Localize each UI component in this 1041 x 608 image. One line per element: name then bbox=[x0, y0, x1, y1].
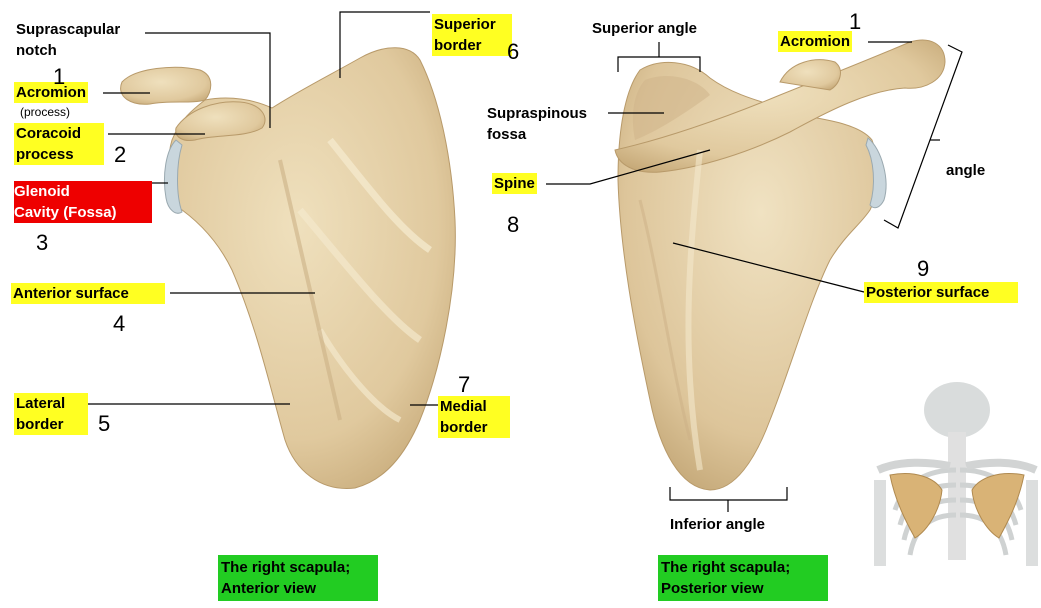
leader-lines bbox=[88, 11, 963, 512]
label-angle: angle bbox=[946, 162, 986, 179]
caption-anterior-view: The right scapula; Anterior view bbox=[218, 555, 378, 601]
posterior-scapula-illustration bbox=[614, 39, 946, 491]
label-posterior-surface: Posterior surface bbox=[864, 282, 1018, 303]
number-lateral: 5 bbox=[98, 411, 111, 436]
anterior-scapula-illustration bbox=[120, 47, 456, 489]
label-spine: Spine bbox=[492, 173, 537, 194]
label-superior-border: Superior border bbox=[432, 14, 512, 56]
bracket-inferior-angle bbox=[669, 487, 788, 501]
number-coracoid: 2 bbox=[114, 142, 127, 167]
label-acromion-process-note: (process) bbox=[20, 105, 71, 119]
number-anterior: 4 bbox=[113, 311, 126, 336]
leader-superior-border bbox=[339, 11, 430, 78]
number-superior-border: 6 bbox=[507, 39, 520, 64]
leader-posterior-surface bbox=[672, 242, 865, 293]
label-anterior-surface: Anterior surface bbox=[11, 283, 165, 304]
label-glenoid-cavity: Glenoid Cavity (Fossa) bbox=[14, 181, 152, 223]
number-acromion-left: 1 bbox=[53, 64, 66, 89]
label-lateral-border: Lateral border bbox=[14, 393, 88, 435]
leader-spine bbox=[546, 149, 711, 185]
label-acromion-right: Acromion bbox=[778, 31, 853, 52]
label-coracoid-process: Coracoid process bbox=[14, 123, 104, 165]
number-spine: 8 bbox=[507, 212, 520, 237]
label-supraspinous-fossa: Supraspinous fossa bbox=[487, 105, 588, 143]
leader-suprascapular-notch bbox=[145, 32, 271, 128]
label-suprascapular-notch: Suprascapular notch bbox=[16, 21, 121, 59]
number-acromion-right: 1 bbox=[849, 9, 862, 34]
number-medial: 7 bbox=[458, 372, 471, 397]
skeleton-inset bbox=[870, 380, 1038, 566]
label-superior-angle: Superior angle bbox=[592, 20, 698, 37]
number-posterior: 9 bbox=[917, 256, 930, 281]
number-glenoid: 3 bbox=[36, 230, 49, 255]
label-medial-border: Medial border bbox=[438, 396, 510, 438]
label-inferior-angle: Inferior angle bbox=[670, 516, 766, 533]
label-acromion-left: Acromion bbox=[14, 82, 89, 103]
caption-posterior-view: The right scapula; Posterior view bbox=[658, 555, 828, 601]
